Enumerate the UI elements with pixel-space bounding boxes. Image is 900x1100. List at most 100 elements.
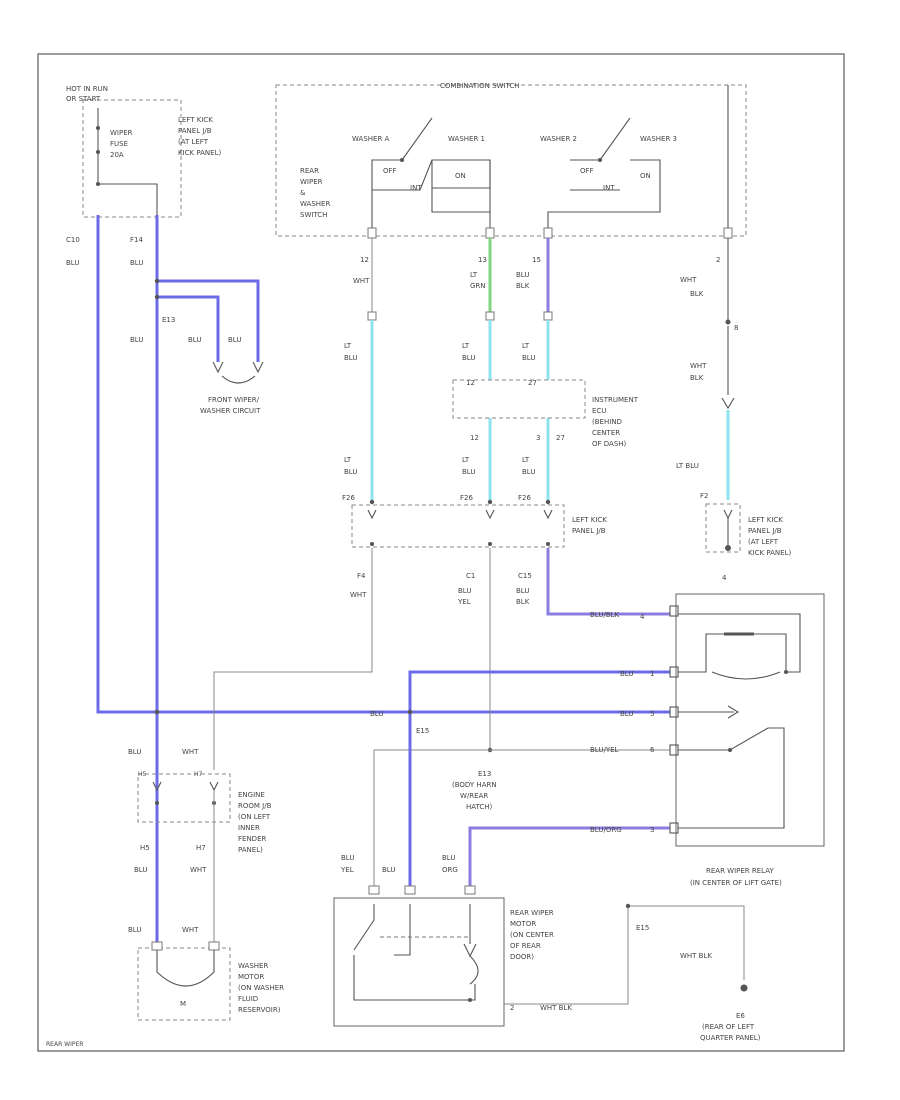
svg-text:2: 2 <box>716 256 720 264</box>
svg-text:H7: H7 <box>196 844 206 852</box>
svg-text:WASHER: WASHER <box>300 200 330 208</box>
left-kick-panel-jb-middle: F26 F26 F26 LEFT KICK PANEL J/B <box>342 494 607 548</box>
instrument-ecu: 12 27 INSTRUMENT ECU (BEHIND CENTER OF D… <box>452 379 639 448</box>
svg-text:OF DASH): OF DASH) <box>592 440 627 448</box>
svg-text:LT: LT <box>522 342 530 350</box>
svg-text:1: 1 <box>650 670 654 678</box>
svg-text:RESERVOIR): RESERVOIR) <box>238 1006 281 1014</box>
diagram-id: REAR WIPER <box>46 1041 83 1048</box>
svg-text:KICK PANEL): KICK PANEL) <box>178 149 221 157</box>
svg-text:BLK: BLK <box>516 282 530 290</box>
svg-text:MOTOR: MOTOR <box>510 920 536 928</box>
svg-text:YEL: YEL <box>457 598 471 606</box>
svg-text:(AT LEFT: (AT LEFT <box>178 138 209 146</box>
svg-text:WASHER 2: WASHER 2 <box>540 135 577 143</box>
svg-text:BLU: BLU <box>462 354 475 362</box>
svg-text:OFF: OFF <box>383 167 397 175</box>
rear-wiper-motor: BLU YEL BLU BLU ORG REAR WIPER MOTOR (ON… <box>333 854 572 1027</box>
svg-text:E6: E6 <box>736 1012 745 1020</box>
svg-text:13: 13 <box>478 256 487 264</box>
svg-text:E15: E15 <box>636 924 649 932</box>
svg-text:LT: LT <box>344 456 352 464</box>
svg-text:WIPER: WIPER <box>300 178 323 186</box>
svg-text:FRONT WIPER/: FRONT WIPER/ <box>208 396 260 404</box>
svg-text:M: M <box>180 1000 186 1008</box>
svg-text:8: 8 <box>734 324 738 332</box>
svg-text:WHT: WHT <box>182 748 199 756</box>
svg-text:12: 12 <box>470 434 479 442</box>
svg-text:4: 4 <box>722 574 727 582</box>
svg-text:E13: E13 <box>478 770 491 778</box>
svg-text:BLU: BLU <box>458 587 471 595</box>
wire-blu-front-2 <box>157 295 220 362</box>
svg-text:(BODY HARN: (BODY HARN <box>452 781 497 789</box>
svg-text:QUARTER PANEL): QUARTER PANEL) <box>700 1034 761 1042</box>
svg-text:ENGINE: ENGINE <box>238 791 265 799</box>
svg-text:WHT: WHT <box>182 926 199 934</box>
svg-text:BLU: BLU <box>522 468 535 476</box>
svg-text:BLU: BLU <box>522 354 535 362</box>
svg-text:(AT LEFT: (AT LEFT <box>748 538 779 546</box>
svg-text:4: 4 <box>640 613 645 621</box>
svg-text:E15: E15 <box>416 727 429 735</box>
svg-text:BLU/YEL: BLU/YEL <box>590 746 619 754</box>
svg-text:WASHER: WASHER <box>238 962 268 970</box>
svg-text:FUSE: FUSE <box>110 140 128 148</box>
svg-text:COMBINATION SWITCH: COMBINATION SWITCH <box>440 82 520 90</box>
svg-text:ROOM J/B: ROOM J/B <box>238 802 272 810</box>
svg-text:BLU: BLU <box>516 271 529 279</box>
svg-text:LT: LT <box>522 456 530 464</box>
ground-point: E6 (REAR OF LEFT QUARTER PANEL) <box>700 984 761 1042</box>
svg-text:REAR WIPER: REAR WIPER <box>510 909 554 917</box>
svg-text:BLU: BLU <box>128 748 141 756</box>
svg-text:&: & <box>300 189 306 197</box>
svg-text:F2: F2 <box>700 492 708 500</box>
wire-blu-yel-motor <box>373 749 490 888</box>
svg-text:WASHER 1: WASHER 1 <box>448 135 485 143</box>
svg-text:LT: LT <box>470 271 478 279</box>
combination-switch: COMBINATION SWITCH WASHER A WASHER 1 WAS… <box>275 82 747 237</box>
svg-text:F26: F26 <box>342 494 355 502</box>
svg-text:H5: H5 <box>138 771 147 778</box>
svg-text:27: 27 <box>556 434 565 442</box>
svg-text:ECU: ECU <box>592 407 606 415</box>
svg-text:WHT BLK: WHT BLK <box>680 952 712 960</box>
svg-text:HOT IN RUN: HOT IN RUN <box>66 85 108 93</box>
svg-text:C1: C1 <box>466 572 475 580</box>
svg-text:BLU: BLU <box>620 710 633 718</box>
svg-text:BLK: BLK <box>690 374 704 382</box>
svg-text:REAR WIPER RELAY: REAR WIPER RELAY <box>706 867 774 875</box>
svg-text:WASHER 3: WASHER 3 <box>640 135 677 143</box>
svg-text:WHT BLK: WHT BLK <box>540 1004 572 1012</box>
svg-text:REAR: REAR <box>300 167 319 175</box>
svg-text:BLU: BLU <box>130 336 143 344</box>
svg-text:WASHER A: WASHER A <box>352 135 390 143</box>
washer-motor: M WASHER MOTOR (ON WASHER FLUID RESERVOI… <box>137 941 284 1021</box>
svg-text:(BEHIND: (BEHIND <box>592 418 622 426</box>
svg-text:(REAR OF LEFT: (REAR OF LEFT <box>702 1023 755 1031</box>
svg-text:W/REAR: W/REAR <box>460 792 488 800</box>
svg-text:KICK PANEL): KICK PANEL) <box>748 549 791 557</box>
svg-text:SWITCH: SWITCH <box>300 211 327 219</box>
wire-wht-f4 <box>213 548 373 770</box>
svg-text:GRN: GRN <box>470 282 486 290</box>
svg-text:PANEL J/B: PANEL J/B <box>748 527 782 535</box>
svg-text:YEL: YEL <box>340 866 354 874</box>
svg-text:(ON WASHER: (ON WASHER <box>238 984 284 992</box>
svg-text:BLU: BLU <box>341 854 354 862</box>
svg-text:WHT: WHT <box>190 866 207 874</box>
svg-text:PANEL J/B: PANEL J/B <box>178 127 212 135</box>
svg-text:FENDER: FENDER <box>238 835 266 843</box>
svg-text:C10: C10 <box>66 236 80 244</box>
front-wiper-circuit-label: FRONT WIPER/ WASHER CIRCUIT <box>200 396 261 415</box>
svg-text:C15: C15 <box>518 572 532 580</box>
svg-text:PANEL): PANEL) <box>238 846 263 854</box>
svg-text:BLU: BLU <box>228 336 241 344</box>
svg-text:LEFT KICK: LEFT KICK <box>748 516 783 524</box>
svg-text:WIPER: WIPER <box>110 129 133 137</box>
svg-text:(ON CENTER: (ON CENTER <box>510 931 554 939</box>
svg-text:F14: F14 <box>130 236 143 244</box>
wire-blu-front-1 <box>157 279 260 362</box>
rear-wiper-relay: REAR WIPER RELAY (IN CENTER OF LIFT GATE… <box>669 593 825 887</box>
svg-text:3: 3 <box>650 826 654 834</box>
